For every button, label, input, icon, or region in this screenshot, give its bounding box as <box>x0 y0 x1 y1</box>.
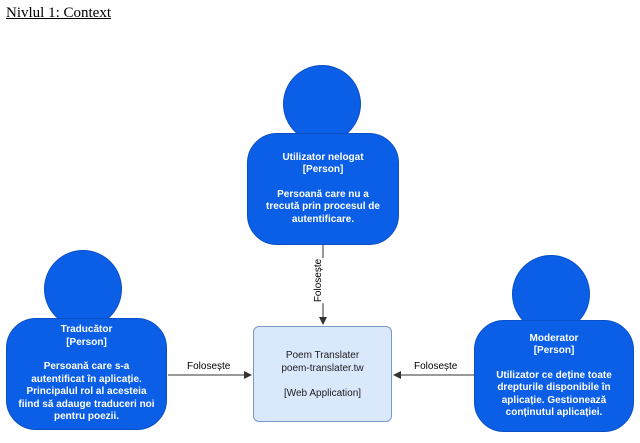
person-description: Persoană care nu a trecută prin procesul… <box>266 188 380 225</box>
person-head-icon <box>283 65 361 143</box>
person-head-icon <box>44 250 122 328</box>
person-description: Utilizator ce deține toate drepturile di… <box>496 369 612 419</box>
person-name: Traducător <box>60 324 113 336</box>
relation-label-translator: Folosește <box>186 361 232 372</box>
relation-label-unlogged: Folosește <box>313 257 325 304</box>
person-body: Traducător [Person] Persoană care s-a au… <box>6 318 167 430</box>
page-title: Nivlul 1: Context <box>6 5 111 21</box>
person-type: [Person] <box>533 345 575 356</box>
person-type: [Person] <box>66 336 107 348</box>
system-url: poem-translater.tw <box>281 362 364 374</box>
system-web-application: Poem Translater poem-translater.tw [Web … <box>253 326 392 422</box>
person-body: Utilizator nelogat [Person] Persoană car… <box>247 133 399 245</box>
person-description: Persoană care s-a autentificat în aplica… <box>18 361 155 423</box>
system-name: Poem Translater <box>285 349 360 361</box>
person-body: Moderator [Person] Utilizator ce deține … <box>474 320 634 432</box>
relation-label-moderator: Folosește <box>413 361 459 372</box>
person-name: Moderator <box>529 332 579 344</box>
system-type: [Web Application] <box>283 387 362 399</box>
person-type: [Person] <box>302 164 344 176</box>
person-name: Utilizator nelogat <box>282 151 364 163</box>
